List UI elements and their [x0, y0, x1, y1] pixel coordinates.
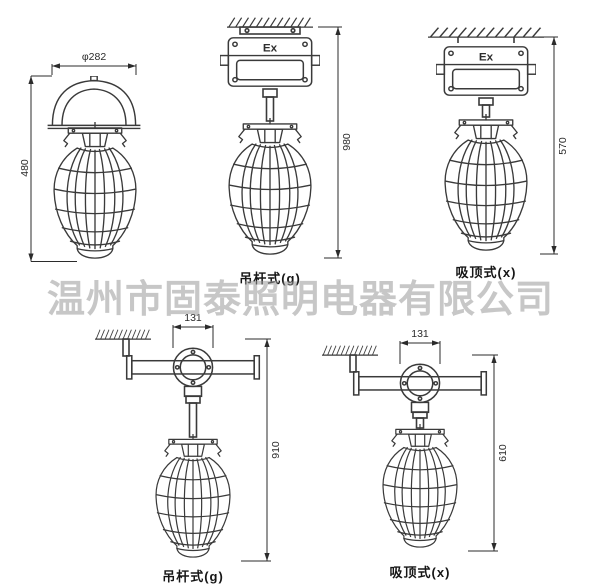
figure-ceiling-bottom: 131 610 [322, 328, 512, 560]
lamp-cage [444, 114, 528, 251]
dimension-diameter: φ282 [51, 51, 137, 75]
lamp-cage [382, 424, 458, 548]
dim-height-label: 480 [19, 159, 31, 177]
dim-height-label: 980 [341, 133, 353, 151]
dim-height-label: 610 [497, 444, 509, 462]
lamp-dome [46, 76, 142, 130]
ceiling-hatch [322, 345, 378, 356]
dimension-height-910: 910 [241, 338, 282, 562]
figure-lamp-standalone: φ282 480 [18, 50, 168, 268]
ex-junction-box [220, 37, 320, 87]
dimension-height-570: 570 [538, 36, 569, 255]
ceiling-hatch [227, 17, 313, 28]
figure-pendant-bottom: 131 910 [95, 312, 285, 564]
caption-ceiling-top: 吸顶式(x) [455, 265, 517, 280]
dim-width-label: 131 [411, 328, 429, 340]
caption-ceiling-bottom: 吸顶式(x) [389, 565, 451, 580]
figure-pendant-top: 980 [192, 16, 354, 268]
wall-bracket [349, 354, 357, 373]
mounting-plate [239, 26, 301, 35]
cross-pipe-junction [125, 347, 261, 398]
dimension-height-480: 480 [19, 75, 77, 262]
dimension-height-610: 610 [468, 354, 509, 552]
ex-junction-box [436, 46, 536, 96]
cross-pipe-junction [352, 363, 488, 414]
ceiling-hatch [95, 329, 151, 340]
dimension-width-131: 131 [399, 328, 441, 364]
dimension-height-980: 980 [318, 26, 353, 259]
mounting-rod [262, 88, 278, 122]
lamp-cage [155, 434, 231, 558]
figure-ceiling-top: 570 [408, 26, 570, 260]
lamp-cage [228, 118, 312, 255]
dim-diameter-label: φ282 [82, 51, 106, 63]
dim-height-label: 910 [270, 441, 282, 459]
mounting-rod [185, 395, 201, 438]
caption-pendant-bottom: 吊杆式(g) [162, 569, 224, 584]
dimension-width-131: 131 [172, 312, 214, 348]
wall-bracket [122, 338, 130, 357]
ceiling-hatch [428, 26, 544, 38]
dim-width-label: 131 [184, 312, 202, 324]
mounting-legs [457, 37, 515, 43]
caption-pendant-top: 吊杆式(g) [239, 271, 301, 286]
dim-height-label: 570 [557, 137, 569, 155]
lamp-cage [53, 122, 137, 259]
